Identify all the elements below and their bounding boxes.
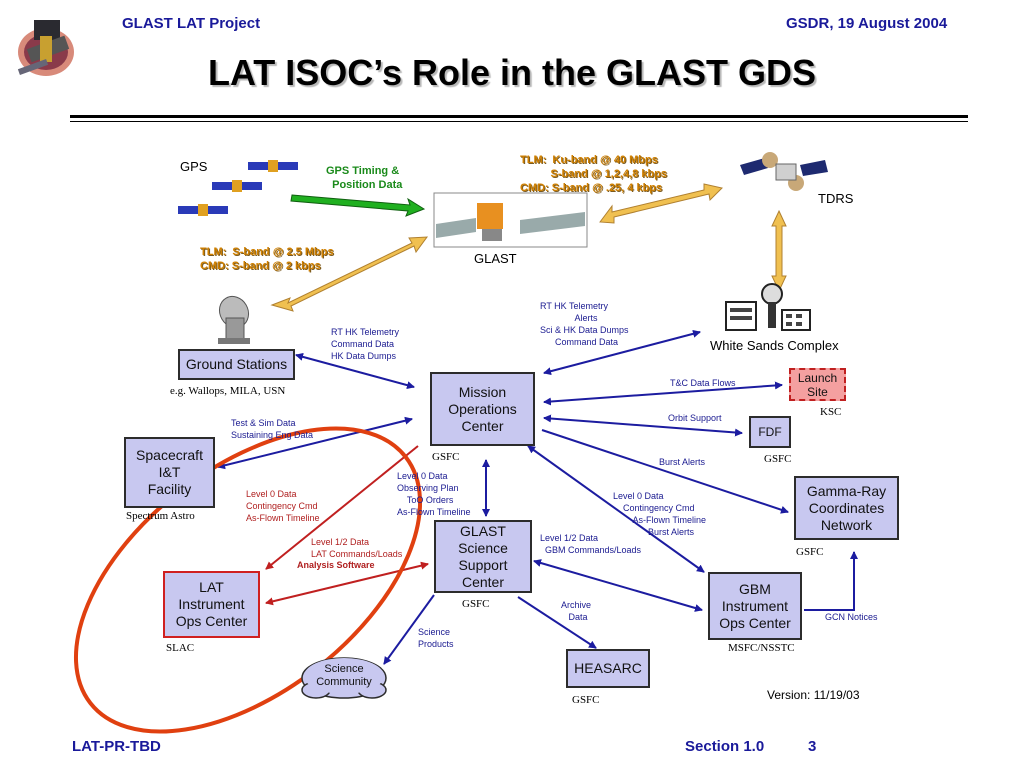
gps-satellite-icon	[178, 160, 298, 216]
title-divider	[70, 115, 968, 118]
glast-label: GLAST	[474, 251, 517, 266]
project-name: GLAST LAT Project	[122, 15, 261, 32]
logo-icon	[14, 12, 78, 84]
gssc-location: GSFC	[462, 598, 490, 610]
analysis-software-label: Analysis Software	[297, 560, 375, 570]
fdf-box[interactable]: FDF	[749, 416, 791, 448]
wsc-moc-label: RT HK Telemetry Alerts Sci & HK Data Dum…	[540, 301, 629, 347]
archive-label: Archive Data	[561, 600, 592, 622]
gps-timing-label: GPS Timing & Position Data	[326, 165, 403, 191]
launch-location: KSC	[820, 406, 842, 418]
ground-link-label: TLM: S-band @ 2.5 Mbps CMD: S-band @ 2 k…	[200, 246, 334, 272]
moc-fdf-arrow	[543, 414, 743, 437]
gssc-box[interactable]: GLAST Science Support Center	[434, 520, 532, 593]
lat-ioc-box[interactable]: LAT Instrument Ops Center	[163, 571, 260, 638]
tdrs-link-arrow	[599, 183, 723, 224]
gssc-heasarc-arrow	[517, 596, 597, 649]
gs-moc-arrow	[295, 352, 415, 390]
gs-moc-label: RT HK Telemetry Command Data HK Data Dum…	[331, 327, 400, 361]
gssc-science-arrow	[383, 594, 435, 665]
review-date: GSDR, 19 August 2004	[786, 15, 948, 32]
spacecraft-location: Spectrum Astro	[126, 510, 195, 522]
lat-location: SLAC	[166, 642, 195, 654]
gssc-gbm-arrow	[533, 559, 703, 612]
gcn-notices-label: GCN Notices	[825, 612, 878, 622]
moc-gssc-label: Level 0 Data Observing Plan ToO Orders A…	[397, 471, 471, 517]
tc-flows-label: T&C Data Flows	[670, 378, 736, 388]
moc-location: GSFC	[432, 451, 460, 463]
science-community-cloud-icon	[301, 657, 387, 699]
moc-lat-arrow	[265, 445, 419, 570]
moc-lat-label: Level 0 Data Contingency Cmd As-Flown Ti…	[246, 489, 320, 523]
gssc-gbm-label: Level 1/2 Data GBM Commands/Loads	[540, 533, 642, 555]
section-label: Section 1.0	[685, 738, 765, 755]
gcn-box[interactable]: Gamma-Ray Coordinates Network	[794, 476, 899, 540]
wsc-moc-arrow	[543, 329, 701, 376]
orbit-support-label: Orbit Support	[668, 413, 722, 423]
ground-link-arrow	[270, 236, 429, 312]
ground-stations-note: e.g. Wallops, MILA, USN	[170, 385, 286, 397]
tdrs-link-label: TLM: Ku-band @ 40 Mbps S-band @ 1,2,4,8 …	[520, 154, 668, 194]
heasarc-location: GSFC	[572, 694, 600, 706]
page-title: LAT ISOC’s Role in the GLAST GDS	[207, 52, 817, 93]
burst-alerts-label: Burst Alerts	[659, 457, 706, 467]
tdrs-label: TDRS	[818, 191, 854, 206]
tdrs-wsc-link-arrow	[771, 209, 787, 293]
gcn-location: GSFC	[796, 546, 824, 558]
fdf-location: GSFC	[764, 453, 792, 465]
moc-gbm-arrow	[527, 445, 705, 573]
heasarc-box[interactable]: HEASARC	[566, 649, 650, 688]
moc-launch-arrow	[543, 381, 783, 406]
science-community-label[interactable]: Science Community	[316, 663, 372, 688]
gps-timing-arrow	[290, 194, 426, 217]
moc-box[interactable]: Mission Operations Center	[430, 372, 535, 446]
gbm-gcn-arrow	[804, 551, 858, 611]
tdrs-satellite-icon	[740, 152, 828, 191]
gssc-lat-label: Level 1/2 Data LAT Commands/Loads	[311, 537, 403, 559]
ground-station-dish-icon	[218, 295, 250, 344]
page-number: 3	[808, 738, 817, 755]
white-sands-label: White Sands Complex	[710, 338, 839, 353]
title-divider-thin	[70, 121, 968, 122]
version-label: Version: 11/19/03	[767, 688, 860, 702]
test-sim-label: Test & Sim Data Sustaining Eng Data	[231, 418, 314, 440]
launch-site-box[interactable]: Launch Site	[789, 368, 846, 401]
spacecraft-it-box[interactable]: Spacecraft I&T Facility	[124, 437, 215, 508]
gps-label: GPS	[180, 159, 208, 174]
moc-gbm-label: Level 0 Data Contingency Cmd As-Flown Ti…	[613, 491, 707, 537]
moc-spacecraft-arrow	[217, 416, 413, 470]
gbm-ioc-box[interactable]: GBM Instrument Ops Center	[708, 572, 802, 640]
glast-spacecraft-icon	[433, 192, 588, 248]
science-products-label: Science Products	[418, 627, 454, 649]
white-sands-buildings-icon	[725, 283, 811, 331]
gbm-location: MSFC/NSSTC	[728, 642, 795, 654]
doc-id: LAT-PR-TBD	[72, 738, 161, 755]
ground-stations-box[interactable]: Ground Stations	[178, 349, 295, 380]
